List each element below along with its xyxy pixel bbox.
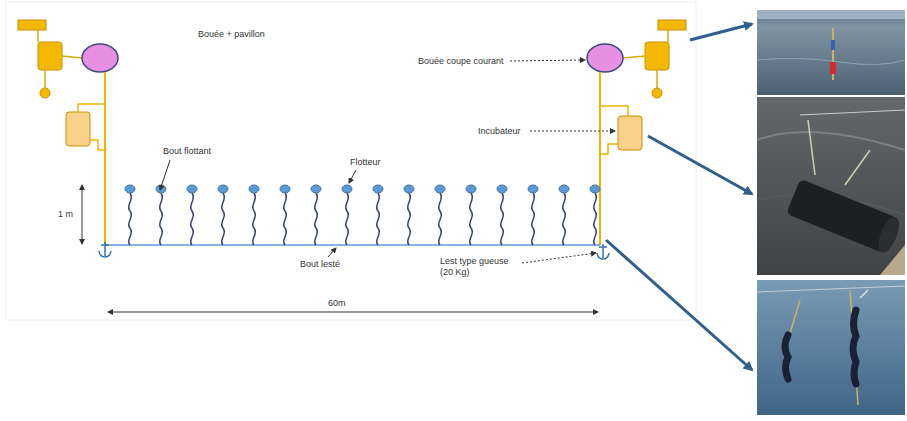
callout-label: Lest type gueuse (20 Kg) — [440, 256, 520, 278]
callout-label: Bouée + pavillon — [198, 29, 265, 40]
callout-label: Bout flottant — [163, 146, 211, 157]
callout-label: Incubateur — [478, 126, 521, 137]
callout-label: Flotteur — [350, 157, 381, 168]
callout-label: Bouée coupe courant — [418, 56, 504, 67]
dimension-label: 60m — [328, 298, 346, 309]
callout-label: Bout lesté — [300, 259, 340, 270]
dimension-label: 1 m — [58, 209, 73, 220]
